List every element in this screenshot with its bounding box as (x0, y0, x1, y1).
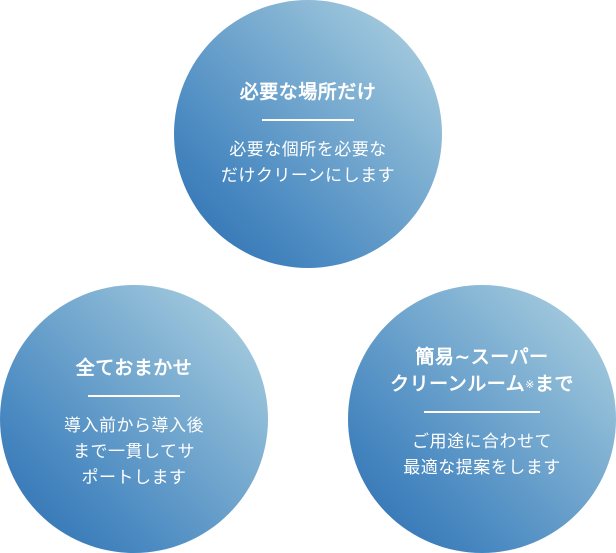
feature-description: 必要な個所を必要な だけクリーンにします (221, 137, 395, 189)
title-line: クリーンルーム※まで (390, 371, 574, 398)
feature-title: 簡易~スーパー クリーンルーム※まで (390, 344, 574, 398)
feature-title: 必要な場所だけ (239, 81, 377, 103)
desc-line: まで一貫してサ (73, 442, 195, 462)
desc-line: 必要な個所を必要な (229, 140, 387, 160)
title-line: 簡易~スーパー (415, 345, 549, 368)
title-suffix: まで (534, 372, 574, 395)
divider (88, 395, 180, 397)
divider (424, 410, 540, 413)
feature-description: ご用途に合わせて 最適な提案をします (403, 429, 561, 481)
desc-line: だけクリーンにします (220, 166, 396, 186)
footnote-mark: ※ (525, 377, 535, 391)
feature-circle-necessary-areas: 必要な場所だけ 必要な個所を必要な だけクリーンにします (174, 0, 442, 268)
divider (262, 119, 354, 121)
feature-title: 全ておまかせ (75, 357, 193, 379)
desc-line: 最適な提案をします (403, 457, 561, 478)
feature-circle-full-service: 全ておまかせ 導入前から導入後 まで一貫してサ ポートします (0, 285, 268, 553)
title-text: クリーンルーム (390, 372, 526, 395)
desc-line: 導入前から導入後 (64, 416, 204, 436)
desc-line: ご用途に合わせて (412, 431, 552, 452)
feature-circle-cleanroom: 簡易~スーパー クリーンルーム※まで ご用途に合わせて 最適な提案をします (348, 285, 616, 553)
feature-description: 導入前から導入後 まで一貫してサ ポートします (64, 413, 204, 491)
desc-line: ポートします (81, 468, 187, 488)
